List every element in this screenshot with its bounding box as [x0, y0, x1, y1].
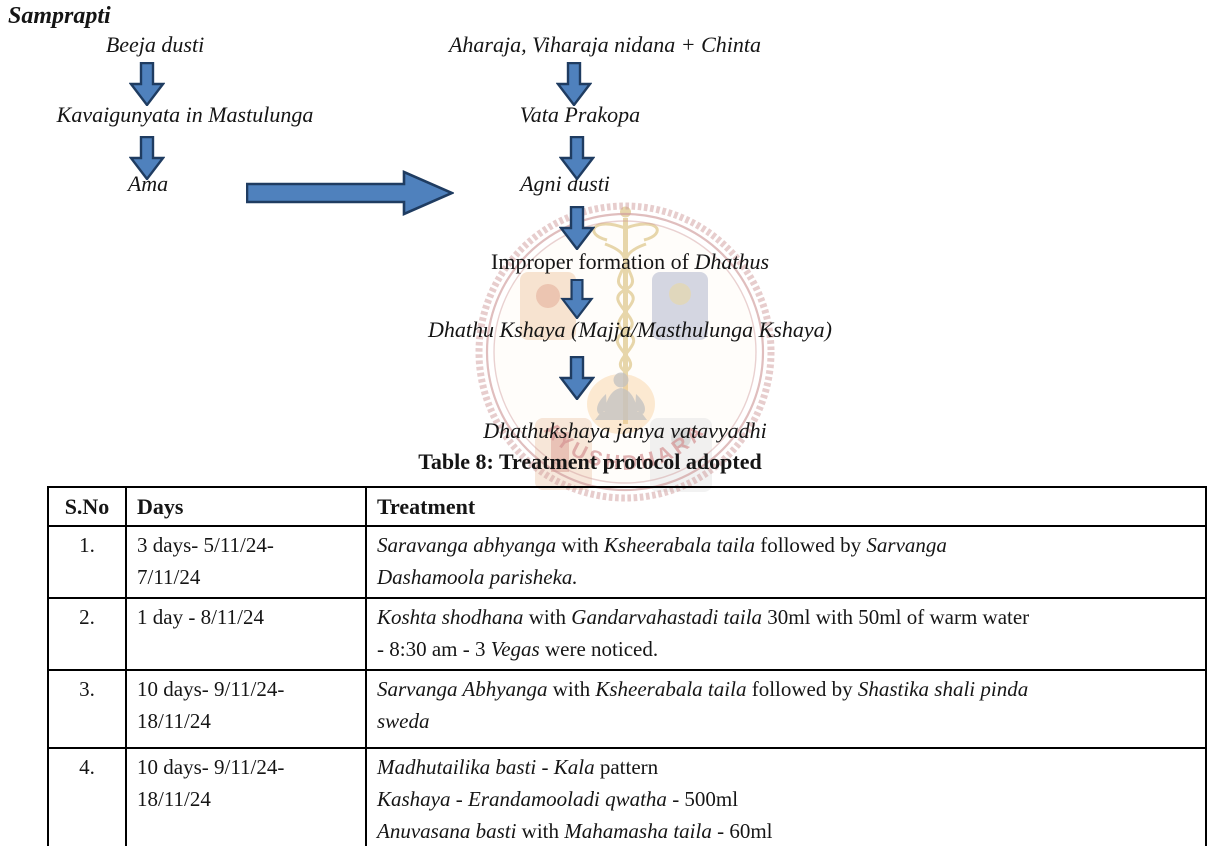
treatment-line: sweda	[377, 709, 430, 734]
treatment-line: Sarvanga Abhyanga with Ksheerabala taila…	[377, 677, 1029, 702]
treatment-line: Madhutailika basti - Kala pattern	[377, 755, 659, 780]
flow-node-kavaigunyata: Kavaigunyata in Mastulunga	[56, 102, 314, 127]
sno-cell: 1.	[47, 525, 127, 600]
table-row: 3.10 days- 9/11/24- 18/11/24 Sarvanga Abh…	[47, 669, 1207, 750]
flow-node-agni-dusti: Agni dusti	[520, 171, 610, 196]
treatment-line: Kashaya - Erandamooladi qwatha - 500ml	[377, 787, 739, 812]
flow-node-outcome: Dhathukshaya janya vatavyadhi	[483, 418, 767, 443]
flow-node-dhathu-kshaya: Dhathu Kshaya (Majja/Masthulunga Kshaya)	[428, 317, 832, 342]
sno-cell: 4.	[47, 747, 127, 846]
caduceus-icon	[592, 206, 659, 424]
down-arrow-icon	[558, 205, 596, 251]
days-cell: 10 days- 9/11/24- 18/11/24	[125, 747, 367, 846]
column-header-days: Days	[125, 485, 367, 528]
table-row: 2.1 day - 8/11/24 Koshta shodhana with Ga…	[47, 597, 1207, 672]
flow-node-vata-prakopa: Vata Prakopa	[519, 102, 641, 127]
treatment-protocol-table: S.No Days Treatment 1.3 days- 5/11/24- 7…	[47, 485, 1207, 846]
column-header-treatment: Treatment	[365, 485, 1207, 528]
flow-node-aharaja-viharaja: Aharaja, Viharaja nidana + Chinta	[448, 32, 762, 57]
right-arrow-icon	[245, 170, 456, 216]
days-cell: 1 day - 8/11/24	[125, 597, 367, 672]
treatment-line: Koshta shodhana with Gandarvahastadi tai…	[377, 605, 1030, 630]
treatment-line: Saravanga abhyanga with Ksheerabala tail…	[377, 533, 947, 558]
down-arrow-icon	[558, 355, 596, 401]
treatment-line: - 8:30 am - 3 Vegas were noticed.	[377, 637, 659, 662]
table-row: 1.3 days- 5/11/24- 7/11/24 Saravanga abhy…	[47, 525, 1207, 600]
deity-tiles	[520, 272, 712, 492]
sno-cell: 3.	[47, 669, 127, 750]
flow-node-improper-formation: Improper formation of Dhathus	[491, 249, 769, 274]
down-arrow-icon	[558, 135, 596, 181]
table-caption: Table 8: Treatment protocol adopted	[418, 449, 762, 474]
ayushdhara-logo-watermark: AYUSHDHARA	[455, 182, 795, 522]
treatment-line: Anuvasana basti with Mahamasha taila - 6…	[377, 819, 773, 844]
treatment-line: Dashamoola parisheka.	[377, 565, 578, 590]
flow-node-beeja-dusti: Beeja dusti	[105, 32, 205, 57]
treatment-cell: Saravanga abhyanga with Ksheerabala tail…	[365, 525, 1207, 600]
section-heading: Samprapti	[8, 3, 111, 29]
column-header-sno: S.No	[47, 485, 127, 528]
down-arrow-icon	[555, 61, 593, 107]
down-arrow-icon	[128, 61, 166, 107]
meditating-figure-icon	[587, 372, 655, 434]
watermark-emblem: AYUSHDHARA	[475, 202, 775, 502]
down-arrow-icon	[559, 278, 595, 320]
table-header-row: S.No Days Treatment	[47, 485, 1207, 528]
sno-cell: 2.	[47, 597, 127, 672]
treatment-cell: Sarvanga Abhyanga with Ksheerabala taila…	[365, 669, 1207, 750]
treatment-cell: Koshta shodhana with Gandarvahastadi tai…	[365, 597, 1207, 672]
days-cell: 10 days- 9/11/24- 18/11/24	[125, 669, 367, 750]
down-arrow-icon	[128, 135, 166, 181]
days-cell: 3 days- 5/11/24- 7/11/24	[125, 525, 367, 600]
